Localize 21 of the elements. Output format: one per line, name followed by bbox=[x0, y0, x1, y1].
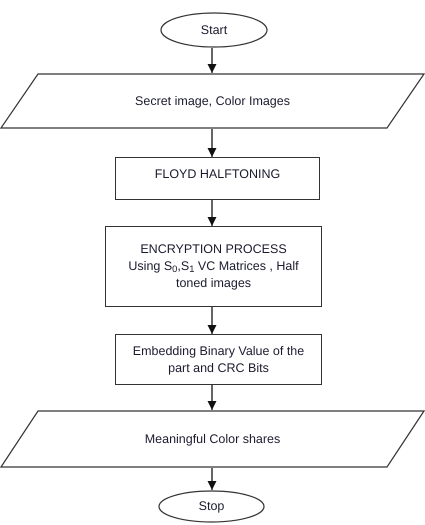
io-parallelogram bbox=[0, 410, 425, 468]
node-text: Using S$_{0}$,S$_{1}$ VC Matrices , Half toned images bbox=[127, 258, 300, 292]
process-box bbox=[115, 157, 320, 200]
arrow bbox=[207, 468, 217, 490]
arrow bbox=[207, 48, 217, 73]
node-text: Embedding Binary Value of the part and CRC Bits bbox=[132, 342, 306, 376]
node-text: Start bbox=[200, 22, 228, 38]
terminal-oval bbox=[160, 12, 268, 48]
node-text: Stop bbox=[198, 498, 224, 515]
arrow bbox=[207, 200, 217, 226]
terminal-oval bbox=[158, 490, 265, 523]
node-text: FLOYD HALFTONING bbox=[154, 166, 280, 183]
node-text: Meaningful Color shares bbox=[144, 430, 280, 448]
io-parallelogram bbox=[0, 73, 425, 129]
node-text: ENCRYPTION PROCESS bbox=[140, 241, 287, 258]
arrow bbox=[207, 129, 217, 157]
process-box bbox=[115, 334, 322, 385]
node-text: Secret image, Color Images bbox=[135, 92, 290, 110]
arrow bbox=[207, 307, 217, 334]
arrow bbox=[207, 385, 217, 410]
process-box bbox=[105, 226, 322, 307]
